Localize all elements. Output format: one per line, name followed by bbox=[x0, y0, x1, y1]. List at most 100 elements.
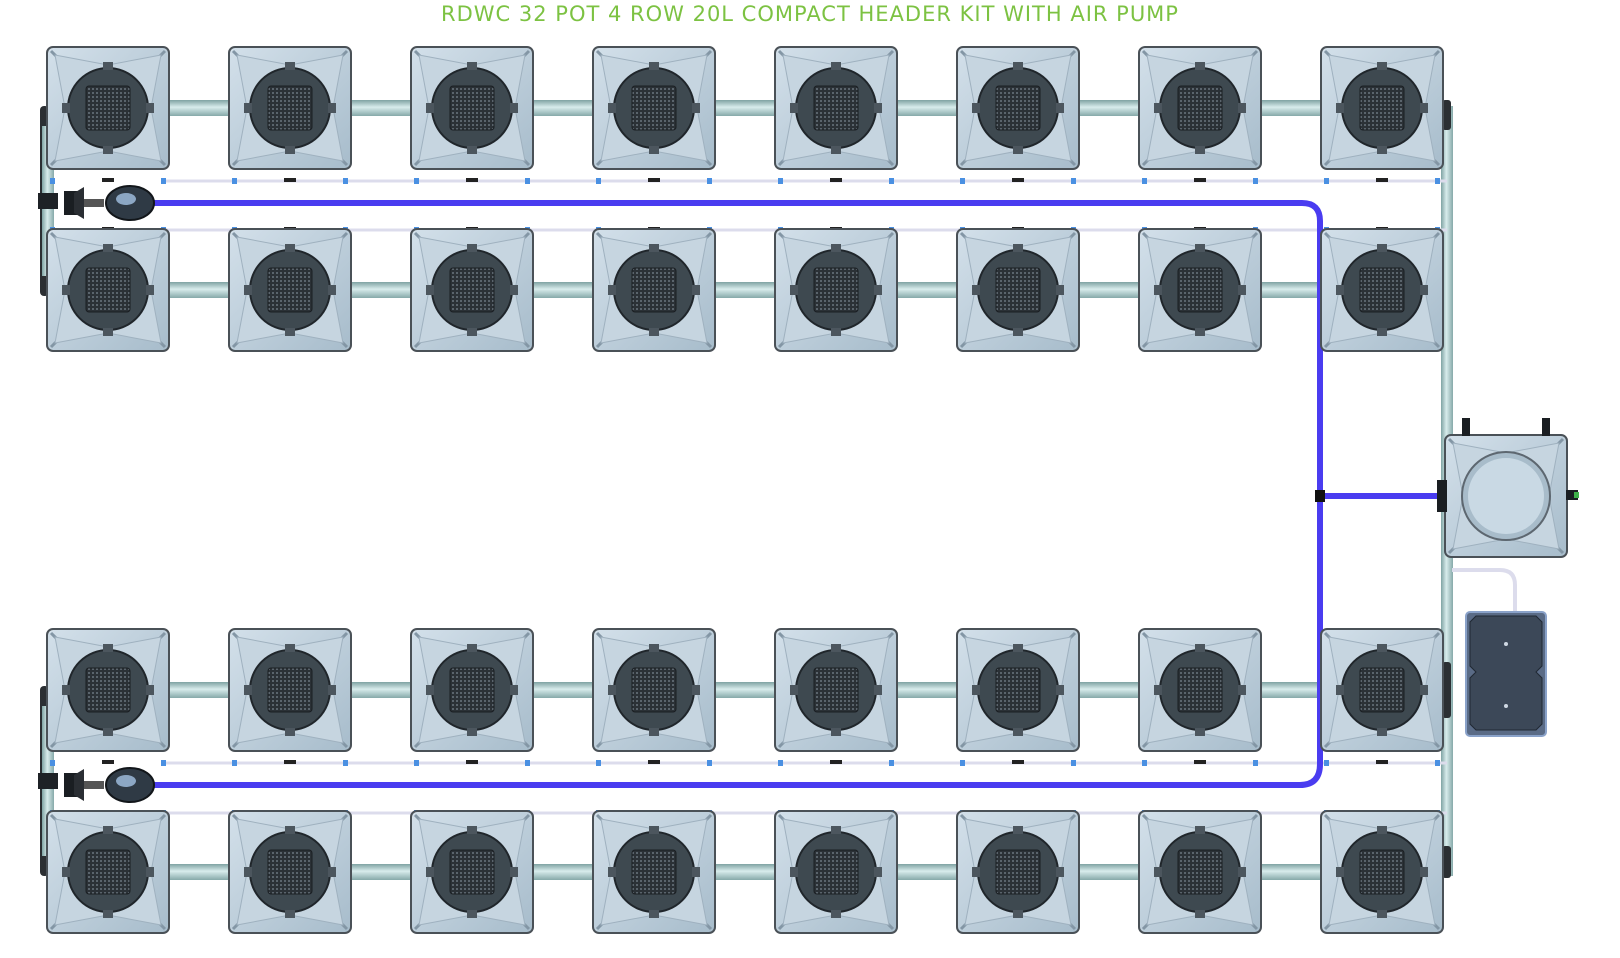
lid-tab bbox=[1336, 867, 1344, 877]
blue-fitting bbox=[232, 178, 237, 184]
blue-fitting bbox=[1071, 178, 1076, 184]
lid-tab bbox=[831, 244, 841, 252]
lid-tab bbox=[1195, 826, 1205, 834]
lid-tab bbox=[1377, 826, 1387, 834]
lid-tab bbox=[285, 328, 295, 336]
pot-r2-c3 bbox=[410, 228, 534, 352]
lid-tab bbox=[285, 644, 295, 652]
lid-tab bbox=[874, 867, 882, 877]
lid-tab bbox=[103, 328, 113, 336]
net-cup bbox=[631, 267, 677, 313]
lid-tab bbox=[146, 285, 154, 295]
lid-tab bbox=[146, 103, 154, 113]
pot-r4-c5 bbox=[774, 810, 898, 934]
lid-tab bbox=[285, 62, 295, 70]
diagram-title: RDWC 32 POT 4 ROW 20L COMPACT HEADER KIT… bbox=[441, 2, 1179, 26]
blue-fitting bbox=[707, 178, 712, 184]
pump-body bbox=[1469, 615, 1543, 731]
pot-r4-c2 bbox=[228, 810, 352, 934]
lid-tab bbox=[831, 728, 841, 736]
lid-tab bbox=[1195, 62, 1205, 70]
lid-tab bbox=[1056, 685, 1064, 695]
clip bbox=[466, 178, 478, 182]
net-cup bbox=[449, 667, 495, 713]
lid-tab bbox=[1013, 644, 1023, 652]
net-cup bbox=[1177, 85, 1223, 131]
lid-tab bbox=[1377, 910, 1387, 918]
lid-tab bbox=[1377, 146, 1387, 154]
airstone-bottom bbox=[64, 767, 155, 803]
blue-fitting bbox=[1324, 760, 1329, 766]
pot-r4-c7 bbox=[1138, 810, 1262, 934]
lid-tab bbox=[467, 146, 477, 154]
blue-fitting bbox=[161, 178, 166, 184]
equipment bbox=[64, 185, 1579, 803]
pot-r4-c8 bbox=[1320, 810, 1444, 934]
lid-tab bbox=[1420, 685, 1428, 695]
lid-tab bbox=[467, 910, 477, 918]
blue-fitting bbox=[778, 760, 783, 766]
lid-tab bbox=[62, 685, 70, 695]
net-cup bbox=[449, 849, 495, 895]
lid-tab bbox=[831, 328, 841, 336]
lid-tab bbox=[328, 685, 336, 695]
lid-tab bbox=[831, 146, 841, 154]
clip bbox=[1194, 760, 1206, 764]
net-cup bbox=[1359, 849, 1405, 895]
blue-fitting bbox=[596, 178, 601, 184]
lid-tab bbox=[467, 728, 477, 736]
lid-tab bbox=[790, 685, 798, 695]
lid-tab bbox=[244, 103, 252, 113]
lid-tab bbox=[1238, 285, 1246, 295]
net-cup bbox=[267, 267, 313, 313]
blue-fitting bbox=[1071, 760, 1076, 766]
lid-tab bbox=[328, 285, 336, 295]
lid-tab bbox=[1336, 285, 1344, 295]
net-cup bbox=[995, 667, 1041, 713]
net-cup bbox=[631, 85, 677, 131]
lid-tab bbox=[62, 867, 70, 877]
lid-tab bbox=[790, 867, 798, 877]
lid-tab bbox=[692, 867, 700, 877]
lid-tab bbox=[874, 285, 882, 295]
blue-fitting bbox=[161, 760, 166, 766]
pot-r3-c5 bbox=[774, 628, 898, 752]
net-cup bbox=[85, 849, 131, 895]
lid-tab bbox=[831, 910, 841, 918]
blue-fitting bbox=[525, 178, 530, 184]
lid-tab bbox=[608, 285, 616, 295]
tee-fitting bbox=[38, 773, 58, 789]
lid-tab bbox=[1377, 728, 1387, 736]
lid-tab bbox=[831, 62, 841, 70]
net-cup bbox=[85, 85, 131, 131]
net-cup bbox=[813, 267, 859, 313]
stone-valve bbox=[74, 769, 84, 801]
pot-r2-c2 bbox=[228, 228, 352, 352]
tank-fitting bbox=[1462, 418, 1470, 436]
stone-highlight bbox=[116, 775, 136, 787]
lid-tab bbox=[103, 146, 113, 154]
net-cup bbox=[1177, 849, 1223, 895]
lid-tab bbox=[692, 103, 700, 113]
pot-r3-c6 bbox=[956, 628, 1080, 752]
lid-tab bbox=[426, 285, 434, 295]
air-pump bbox=[1452, 568, 1547, 737]
lid-tab bbox=[649, 644, 659, 652]
lid-tab bbox=[649, 244, 659, 252]
lid-tab bbox=[608, 867, 616, 877]
lid-tab bbox=[244, 285, 252, 295]
stone-connector bbox=[82, 781, 104, 789]
lid-tab bbox=[1377, 244, 1387, 252]
header-tank bbox=[1437, 418, 1579, 512]
net-cup bbox=[1359, 85, 1405, 131]
pot-r4-c1 bbox=[46, 810, 170, 934]
pump-air-line bbox=[1452, 568, 1517, 612]
pump-screw bbox=[1504, 642, 1508, 646]
lid-tab bbox=[1154, 867, 1162, 877]
pot-r2-c1 bbox=[46, 228, 170, 352]
blue-fitting bbox=[525, 760, 530, 766]
pot-r2-c8 bbox=[1320, 228, 1444, 352]
lid-tab bbox=[1154, 685, 1162, 695]
blue-fitting bbox=[1435, 178, 1440, 184]
